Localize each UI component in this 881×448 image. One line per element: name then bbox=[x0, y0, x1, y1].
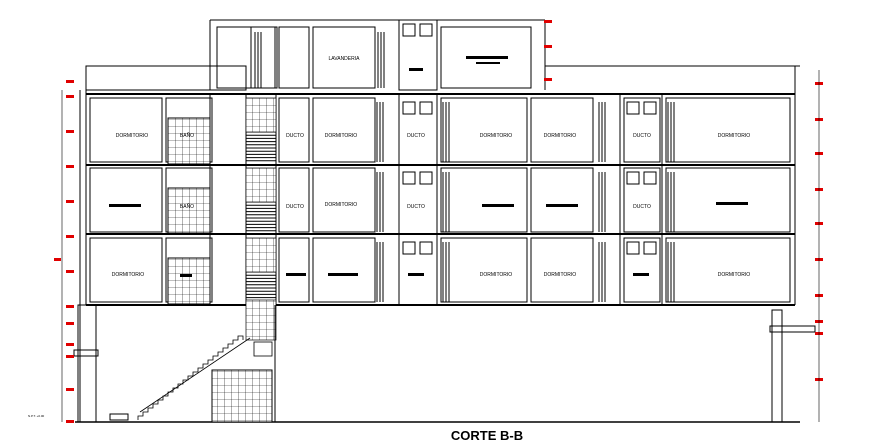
room-box bbox=[623, 97, 661, 163]
room-box bbox=[623, 237, 661, 303]
label-lavanderia: LAVANDERIA bbox=[329, 56, 361, 62]
level-marker bbox=[66, 355, 74, 358]
level-marker bbox=[66, 305, 74, 308]
label-dormitorio: DORMITORIO bbox=[544, 133, 577, 139]
label-dormitorio: DORMITORIO bbox=[112, 272, 145, 278]
room-box bbox=[312, 97, 376, 163]
window-box bbox=[419, 101, 433, 115]
level-marker bbox=[54, 258, 61, 261]
bathroom-tiles bbox=[167, 117, 273, 423]
label-dormitorio: DORMITORIO bbox=[480, 133, 513, 139]
room-box bbox=[89, 97, 163, 163]
level-tag: N.P.T. +0.00 bbox=[28, 414, 45, 418]
window-box bbox=[402, 101, 416, 115]
level-marker bbox=[66, 388, 74, 391]
room-box bbox=[312, 237, 376, 303]
attic-left bbox=[85, 19, 800, 305]
room-box bbox=[312, 167, 376, 233]
label-dormitorio: DORMITORIO bbox=[544, 272, 577, 278]
level-marker bbox=[66, 165, 74, 168]
window-box bbox=[402, 171, 416, 185]
room-labels: LAVANDERIA DORMITORIO BAÑO DUCTO DORMITO… bbox=[28, 56, 750, 443]
room-box bbox=[278, 167, 310, 233]
level-marker bbox=[66, 322, 74, 325]
level-marker bbox=[544, 20, 552, 23]
label-bano: BAÑO bbox=[180, 203, 194, 210]
section-title: CORTE B-B bbox=[451, 428, 523, 443]
room-box bbox=[530, 237, 594, 303]
level-marker bbox=[66, 80, 74, 83]
level-markers bbox=[54, 20, 823, 423]
level-marker bbox=[544, 45, 552, 48]
label-dormitorio: DORMITORIO bbox=[718, 272, 751, 278]
room-box bbox=[89, 167, 163, 233]
lintel-marks bbox=[109, 56, 748, 277]
label-ducto: DUCTO bbox=[633, 204, 651, 210]
window-box bbox=[626, 101, 640, 115]
label-ducto: DUCTO bbox=[286, 204, 304, 210]
label-ducto: DUCTO bbox=[407, 133, 425, 139]
stair-landings bbox=[245, 97, 277, 341]
room-box bbox=[278, 237, 310, 303]
level-marker bbox=[66, 200, 74, 203]
window-box bbox=[419, 171, 433, 185]
label-dormitorio: DORMITORIO bbox=[325, 202, 358, 208]
room-box bbox=[665, 167, 791, 233]
window-box bbox=[626, 171, 640, 185]
level-marker bbox=[66, 420, 74, 423]
room-box bbox=[440, 97, 528, 163]
left-facade bbox=[73, 90, 99, 423]
room-box bbox=[665, 97, 791, 163]
room-box bbox=[89, 237, 163, 303]
label-ducto: DUCTO bbox=[633, 133, 651, 139]
window-box bbox=[419, 23, 433, 37]
window-box bbox=[643, 101, 657, 115]
level-marker bbox=[66, 235, 74, 238]
room-box bbox=[665, 237, 791, 303]
window-box bbox=[643, 171, 657, 185]
room-box bbox=[530, 97, 594, 163]
room-box bbox=[278, 97, 310, 163]
level-marker bbox=[66, 270, 74, 273]
label-dormitorio: DORMITORIO bbox=[718, 133, 751, 139]
level-marker bbox=[66, 95, 74, 98]
level-marker bbox=[544, 78, 552, 81]
level-marker bbox=[66, 130, 74, 133]
label-dormitorio: DORMITORIO bbox=[480, 272, 513, 278]
window-box bbox=[626, 241, 640, 255]
label-ducto: DUCTO bbox=[286, 133, 304, 139]
window-box bbox=[402, 241, 416, 255]
room-box bbox=[530, 167, 594, 233]
level-marker bbox=[66, 343, 74, 346]
label-ducto: DUCTO bbox=[407, 204, 425, 210]
window-box bbox=[402, 23, 416, 37]
label-bano: BAÑO bbox=[180, 132, 194, 139]
window-box bbox=[643, 241, 657, 255]
exterior-stair bbox=[137, 335, 273, 420]
ground-level bbox=[109, 305, 816, 423]
window-box bbox=[419, 241, 433, 255]
room-box bbox=[440, 167, 528, 233]
room-box bbox=[623, 167, 661, 233]
label-dormitorio: DORMITORIO bbox=[116, 133, 149, 139]
room-box bbox=[440, 237, 528, 303]
label-dormitorio: DORMITORIO bbox=[325, 133, 358, 139]
floor-slabs bbox=[86, 93, 795, 306]
